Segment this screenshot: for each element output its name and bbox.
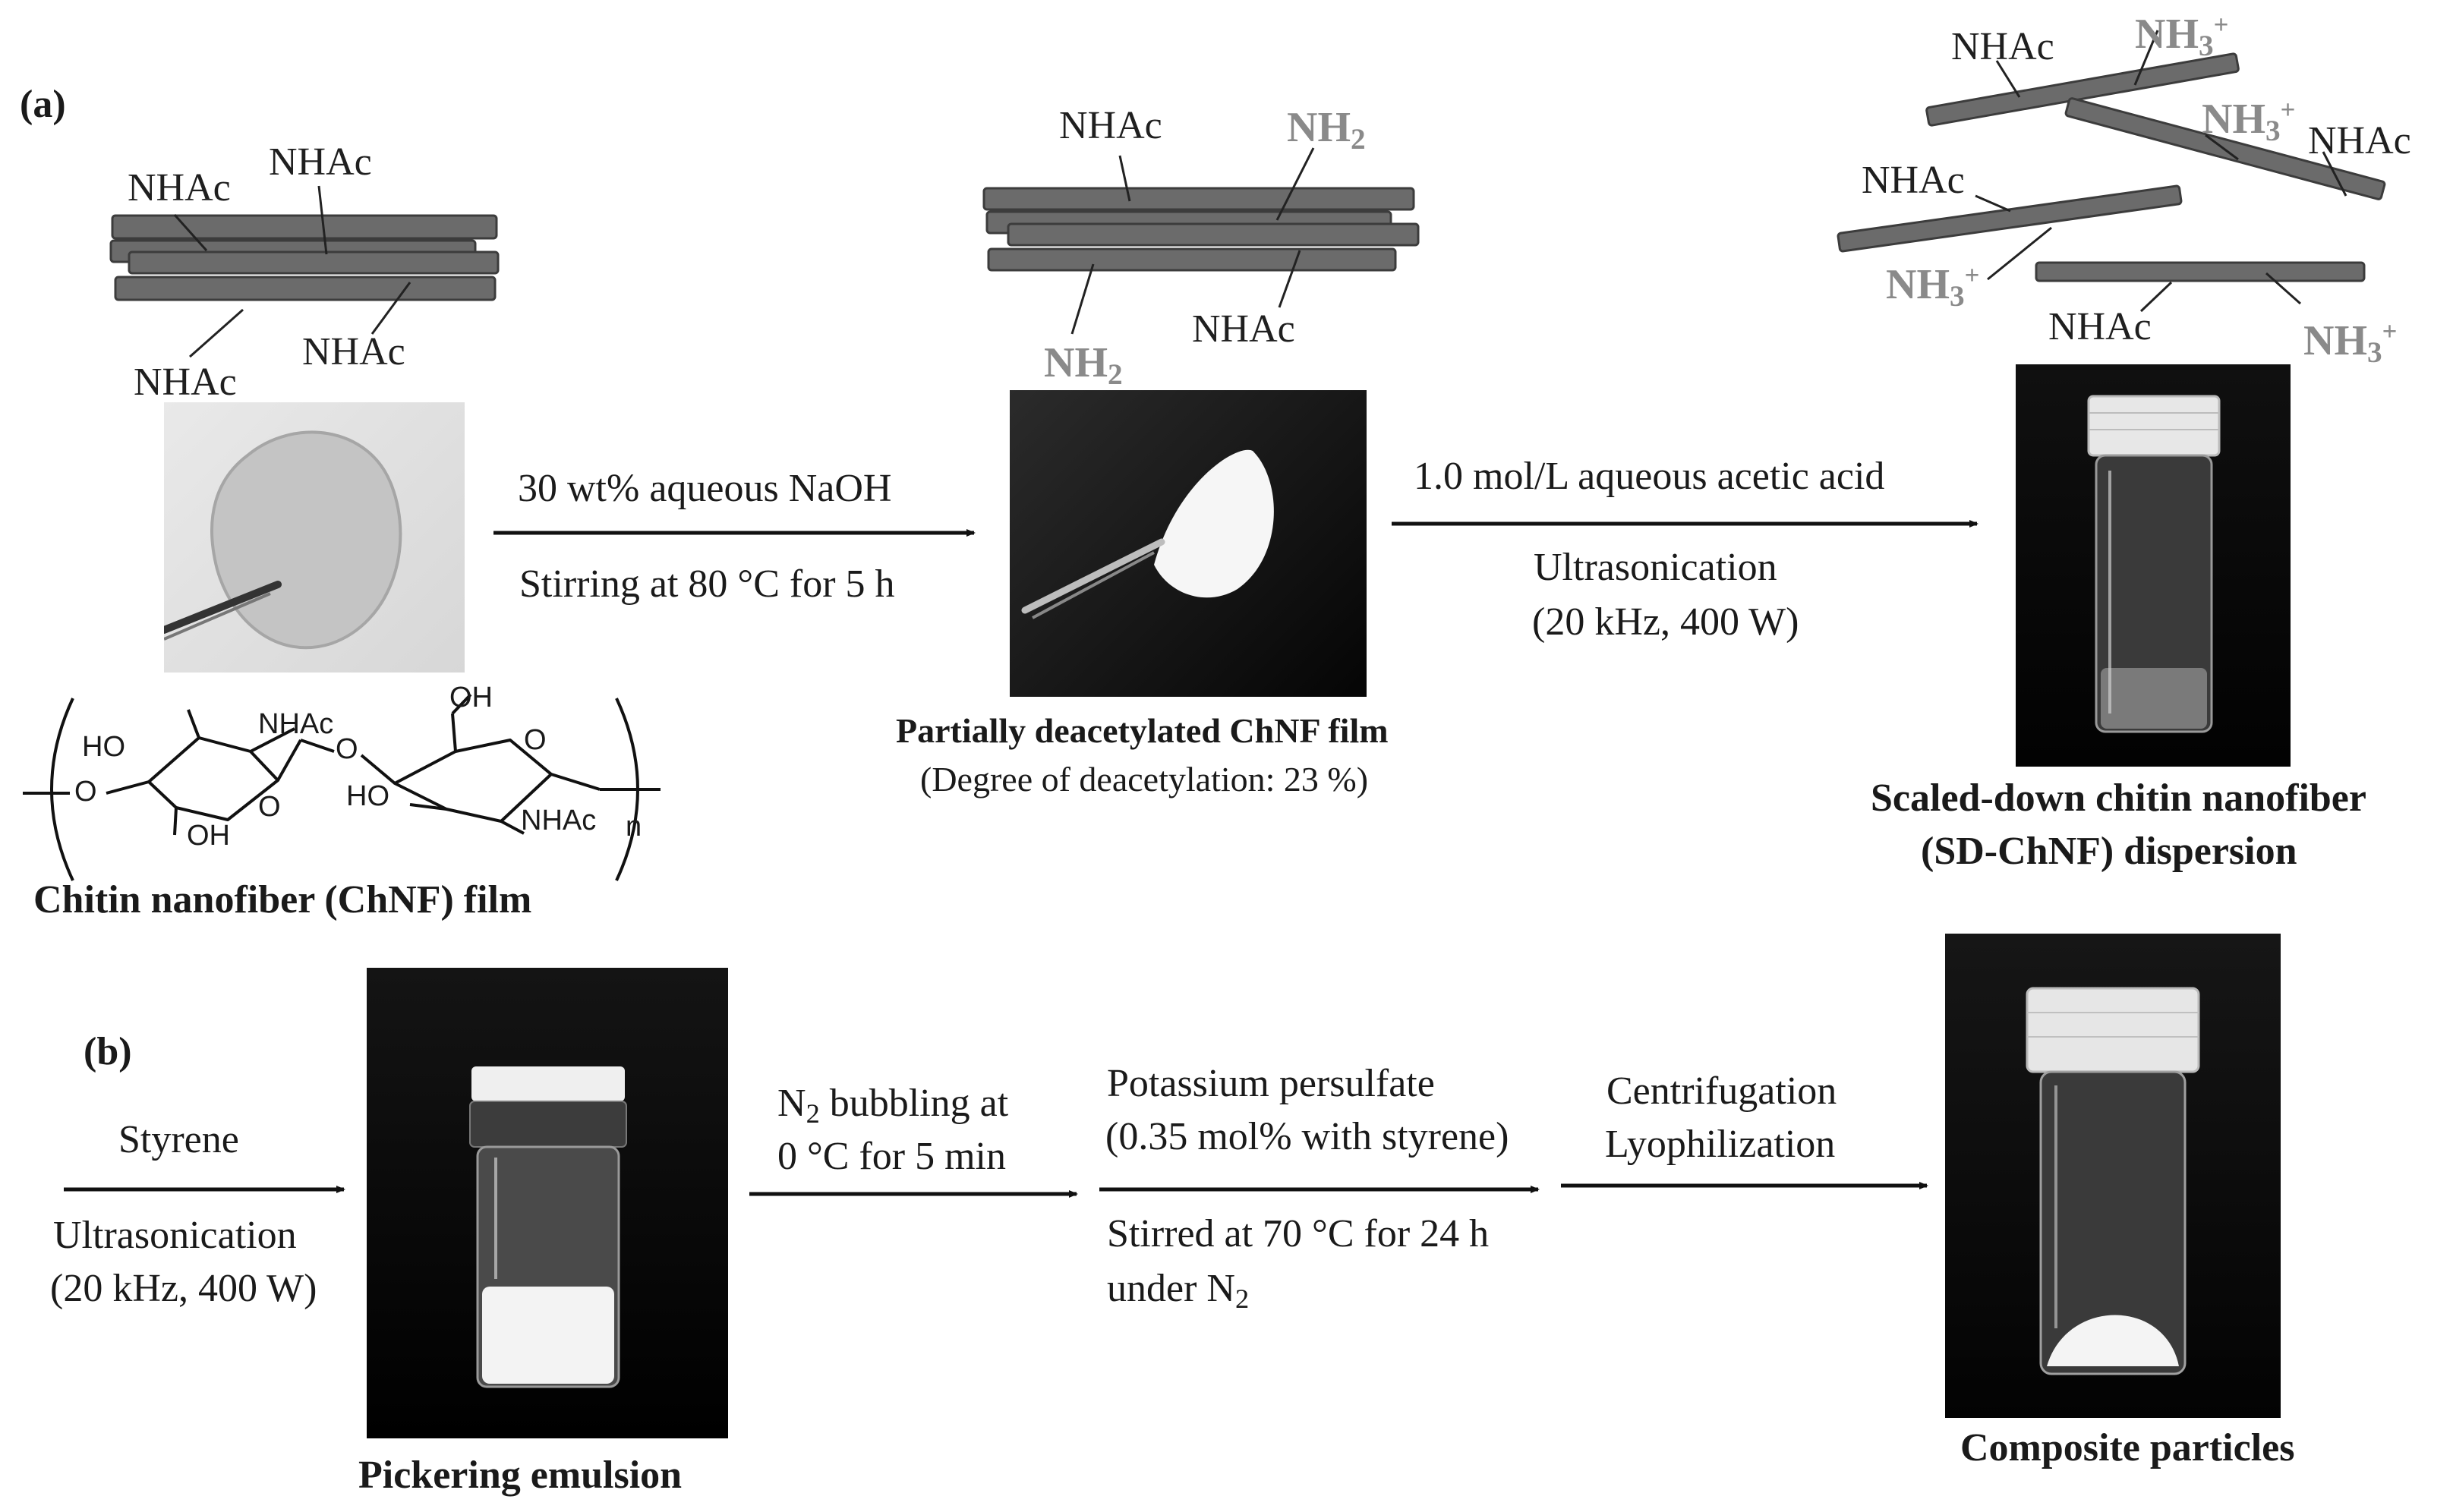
sd-nh3-label: NH3+ — [2303, 317, 2398, 369]
step-n2-line1: N2 bubbling at — [777, 1082, 1009, 1129]
step-acetic-conditions-1: Ultrasonication — [1534, 546, 1777, 589]
chem-label: HO — [346, 780, 389, 812]
fiber-rod — [1925, 52, 2240, 127]
chem-label: NHAc — [258, 708, 334, 740]
fiber-bundle-chnf — [109, 214, 500, 301]
panel-a-label: (a) — [20, 83, 66, 126]
chem-label: O — [524, 724, 547, 756]
sd-nhac-label: NHAc — [1862, 159, 1965, 202]
pickering-emulsion-photo — [367, 968, 728, 1438]
sd-nh3-label: NH3+ — [2202, 95, 2296, 147]
sd-nh3-label: NH3+ — [2135, 10, 2229, 62]
sdchnf-dispersion-photo — [2016, 364, 2291, 767]
caption-composite: Composite particles — [1960, 1426, 2295, 1469]
chem-label: O — [74, 776, 97, 808]
step-styrene-conditions-2: (20 kHz, 400 W) — [50, 1267, 317, 1310]
chem-label: O — [258, 791, 281, 823]
fiber-rod — [2035, 261, 2366, 282]
chem-label: HO — [82, 731, 125, 763]
chnf-nhac-label: NHAc — [128, 166, 231, 209]
sd-nhac-label: NHAc — [2308, 119, 2411, 162]
fiber-rod — [982, 187, 1415, 211]
fiber-rod — [987, 247, 1397, 272]
step-kps-conditions-1: Stirred at 70 °C for 24 h — [1107, 1212, 1490, 1255]
fiber-rod — [114, 276, 497, 301]
process-arrows — [64, 520, 1978, 1198]
step-lyophilization: Lyophilization — [1605, 1123, 1836, 1166]
fiber-rod — [111, 214, 498, 240]
chnf-film-photo — [164, 402, 465, 673]
chitin-structure — [23, 693, 661, 881]
caption-partial-title: Partially deacetylated ChNF film — [896, 711, 1389, 750]
fiber-bundle-deacetylated — [982, 187, 1420, 272]
deac-nhac-label: NHAc — [1059, 104, 1162, 147]
fiber-2-leaders — [1070, 147, 1315, 335]
deac-nhac-label: NHAc — [1192, 307, 1295, 351]
deacetylated-film-photo — [1010, 390, 1367, 697]
caption-chnf-film: Chitin nanofiber (ChNF) film — [33, 878, 532, 921]
panel-b-label: (b) — [84, 1030, 132, 1073]
sd-nhac-label: NHAc — [2048, 305, 2152, 348]
caption-sd-line1: Scaled-down chitin nanofiber — [1871, 776, 2366, 820]
chem-label: OH — [187, 820, 230, 852]
fiber-rod — [1007, 222, 1420, 247]
chnf-nhac-label: NHAc — [302, 330, 405, 373]
step-styrene-reagent: Styrene — [118, 1118, 239, 1161]
sd-nh3-label: NH3+ — [1886, 260, 1980, 313]
chem-label: OH — [449, 682, 493, 713]
step-acetic-reagent: 1.0 mol/L aqueous acetic acid — [1414, 455, 1885, 498]
step-styrene-conditions-1: Ultrasonication — [53, 1214, 297, 1257]
fiber-1-leaders — [173, 185, 411, 358]
caption-partial-detail: (Degree of deacetylation: 23 %) — [920, 760, 1369, 799]
chem-label: O — [336, 733, 358, 765]
caption-pickering: Pickering emulsion — [358, 1454, 683, 1497]
chnf-nhac-label: NHAc — [134, 361, 237, 404]
step-naoh-reagent: 30 wt% aqueous NaOH — [518, 467, 892, 510]
step-kps-line1: Potassium persulfate — [1107, 1062, 1435, 1105]
chem-label: NHAc — [521, 805, 597, 836]
composite-particles-photo — [1945, 934, 2281, 1418]
deac-nh2-label: NH2 — [1044, 339, 1123, 391]
sd-nhac-label: NHAc — [1951, 25, 2054, 68]
step-n2-line2: 0 °C for 5 min — [777, 1135, 1007, 1178]
step-centrifugation: Centrifugation — [1606, 1069, 1837, 1113]
fiber-3-leaders — [1975, 30, 2347, 313]
deac-nh2-label: NH2 — [1287, 104, 1366, 156]
step-naoh-conditions: Stirring at 80 °C for 5 h — [519, 562, 895, 606]
chnf-nhac-label: NHAc — [269, 140, 372, 184]
step-kps-conditions-2: under N2 — [1107, 1267, 1250, 1315]
chem-label: n — [626, 811, 642, 843]
caption-sd-line2: (SD-ChNF) dispersion — [1921, 830, 2297, 873]
step-kps-line2: (0.35 mol% with styrene) — [1105, 1115, 1509, 1158]
step-acetic-conditions-2: (20 kHz, 400 W) — [1532, 600, 1799, 644]
fiber-rod — [128, 250, 500, 275]
